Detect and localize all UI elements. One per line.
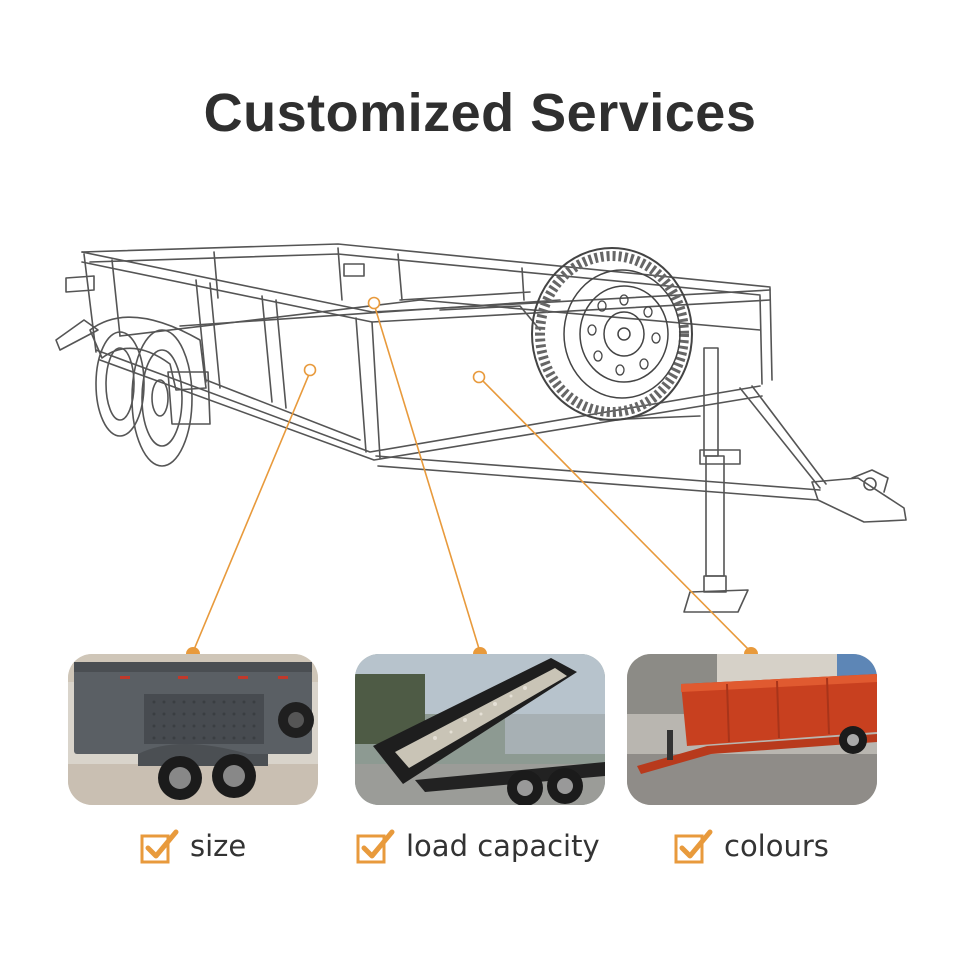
checkbox-checked-icon bbox=[674, 829, 713, 864]
photo-dark-grey-dump-trailer bbox=[68, 654, 318, 805]
feature-colours: colours bbox=[674, 824, 829, 868]
feature-size: size bbox=[140, 824, 246, 868]
photo-orange-red-trailer bbox=[627, 654, 877, 805]
feature-label-load-capacity: load capacity bbox=[406, 829, 600, 863]
feature-label-colours: colours bbox=[724, 829, 829, 863]
feature-label-size: size bbox=[190, 829, 247, 863]
checkbox-checked-icon bbox=[356, 829, 395, 864]
page-title: Customized Services bbox=[203, 83, 757, 143]
photo-black-tipping-trailer bbox=[355, 654, 605, 805]
feature-load-capacity: load capacity bbox=[356, 824, 600, 868]
checkbox-checked-icon bbox=[140, 829, 179, 864]
